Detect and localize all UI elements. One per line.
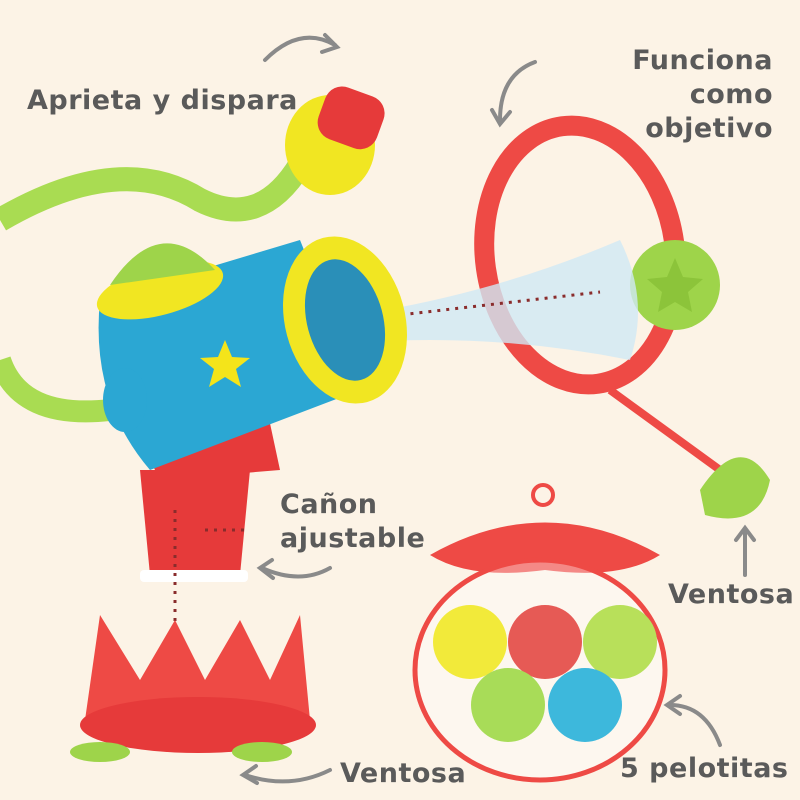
hose	[0, 356, 112, 423]
squeeze-hose	[0, 158, 311, 231]
ball-red	[508, 605, 582, 679]
arrow-icon	[320, 33, 341, 54]
label-squeeze-and-shoot: Aprieta y dispara	[27, 85, 298, 116]
arrow-icon	[498, 60, 537, 122]
ball-blue	[548, 668, 622, 742]
ball-green	[471, 668, 545, 742]
bag-top	[430, 522, 660, 573]
arrow-icon	[490, 108, 512, 128]
cannon-column	[140, 470, 250, 575]
label-suction-cup-bottom: Ventosa	[340, 758, 467, 789]
label-works-as-target: Funciona como objetivo	[543, 44, 773, 146]
arrow-icons	[239, 33, 756, 785]
arrow-icon	[256, 558, 275, 580]
label-line: objetivo	[645, 113, 773, 144]
suction-cup-right	[700, 457, 770, 519]
suction-cup	[232, 742, 292, 762]
arrow-icon	[734, 524, 756, 542]
label-line: Funciona como	[632, 45, 773, 110]
crown-base	[85, 615, 310, 720]
label-line: ajustable	[280, 523, 426, 554]
squeeze-button	[317, 86, 385, 150]
arrow-icon	[663, 694, 682, 716]
ball-green	[583, 605, 657, 679]
label-suction-cup-right: Ventosa	[668, 579, 795, 610]
arrow-icon	[239, 764, 259, 785]
arrow-icon	[243, 768, 332, 784]
label-line: Cañon	[280, 489, 378, 520]
arrow-icon	[260, 566, 332, 579]
arrow-icon	[668, 703, 722, 747]
label-adjustable-cannon: Cañon ajustable	[280, 488, 425, 556]
target-stand	[607, 386, 723, 474]
arrow-icon	[263, 35, 337, 62]
label-five-balls: 5 pelotitas	[620, 753, 789, 784]
ball	[110, 243, 215, 285]
ball-yellow	[433, 605, 507, 679]
star-icon	[647, 258, 703, 312]
cannon-dial	[103, 368, 147, 432]
suction-cup	[70, 742, 130, 762]
star-icon	[200, 340, 250, 387]
